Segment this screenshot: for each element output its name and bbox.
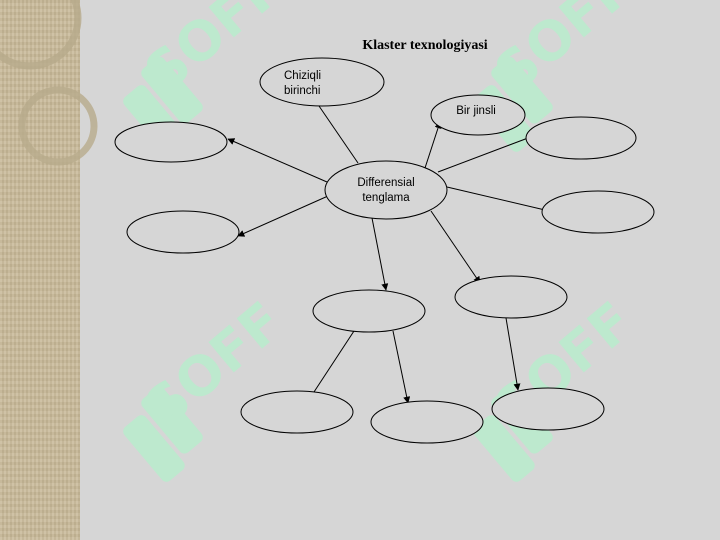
connector-top-right <box>424 121 442 169</box>
connector-top-left <box>318 105 359 164</box>
node-right-lower <box>541 190 655 234</box>
node-center-label: Differensial tenglama <box>357 177 415 204</box>
connector-left-lower <box>237 195 329 237</box>
node-right-upper <box>525 116 637 160</box>
node-bottom-right <box>491 387 605 431</box>
diagram-title: Klaster texnologiyasi <box>362 38 488 53</box>
connector-center-down <box>371 217 389 291</box>
node-mid-left <box>312 289 426 333</box>
node-left-upper <box>114 121 228 163</box>
connector-right-lower <box>446 186 546 211</box>
node-top-left <box>259 57 385 107</box>
node-bottom-middle <box>370 400 484 444</box>
connector-left-upper <box>227 138 328 183</box>
soff-logo-icon <box>123 386 203 482</box>
node-top-left-label: Chiziqli birinchi <box>284 70 322 96</box>
connector-mid-left-down-right <box>392 330 411 404</box>
node-top-right <box>430 94 526 136</box>
connector-right-upper <box>437 137 529 173</box>
decorative-rings <box>0 0 98 166</box>
connector-mid-left-down <box>311 330 355 396</box>
connector-center-down-right <box>430 210 481 284</box>
node-left-lower <box>126 210 240 254</box>
node-mid-right <box>454 275 568 319</box>
node-center <box>324 160 448 220</box>
connector-mid-right-down <box>505 317 521 391</box>
node-top-right-label: Bir jinsli <box>456 105 496 117</box>
node-bottom-left <box>240 390 354 434</box>
